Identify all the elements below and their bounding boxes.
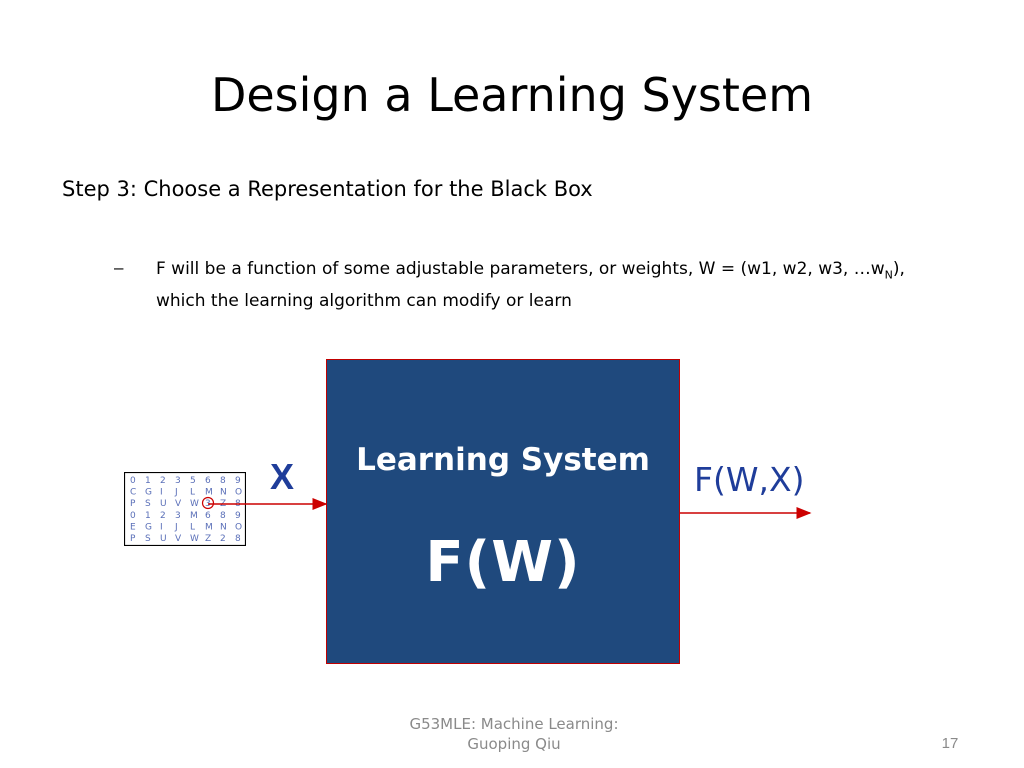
handwriting-char: S: [145, 534, 151, 544]
handwriting-char: 3: [175, 476, 181, 486]
bullet-text: F will be a function of some adjustable …: [156, 256, 986, 315]
footer-course: G53MLE: Machine Learning: Guoping Qiu: [384, 714, 644, 754]
handwriting-char: P: [130, 499, 136, 509]
bullet-marker: –: [114, 258, 124, 277]
handwriting-char: 3: [205, 499, 211, 509]
learning-system-box: Learning System F(W): [326, 359, 680, 664]
page-number: 17: [941, 735, 959, 752]
handwriting-char: 9: [235, 476, 241, 486]
bullet-line-1: F will be a function of some adjustable …: [156, 256, 986, 288]
handwriting-char: 2: [220, 534, 226, 544]
handwriting-char: N: [220, 522, 227, 532]
handwriting-char: 0: [130, 511, 136, 521]
handwriting-char: O: [235, 488, 242, 498]
handwriting-char: V: [175, 534, 182, 544]
highlight-circle: [201, 496, 215, 510]
handwriting-char: 2: [160, 511, 166, 521]
handwriting-char: U: [160, 499, 167, 509]
handwriting-char: 6: [205, 511, 211, 521]
handwriting-char: M: [205, 522, 213, 532]
footer-line-2: Guoping Qiu: [467, 735, 561, 753]
handwriting-char: 1: [145, 511, 151, 521]
input-label: X: [270, 456, 295, 497]
handwriting-char: 0: [130, 476, 136, 486]
handwriting-char: J: [174, 522, 178, 532]
handwriting-char: W: [190, 534, 199, 544]
handwriting-char: 8: [220, 476, 226, 486]
handwriting-char: E: [130, 522, 136, 532]
handwriting-char: C: [130, 488, 136, 498]
handwriting-char: 3: [175, 511, 181, 521]
handwriting-char: 8: [235, 534, 241, 544]
box-title: Learning System: [356, 442, 650, 478]
handwriting-char: 5: [190, 476, 196, 486]
handwriting-char: I: [160, 522, 163, 532]
handwriting-char: V: [175, 499, 182, 509]
handwriting-char: Z: [205, 534, 211, 544]
handwriting-sample-image: 01235689CGIJLMNOPSUVW3Z80123M689EGIJLMNO…: [124, 472, 246, 546]
box-function: F(W): [425, 530, 581, 595]
handwriting-char: S: [145, 499, 151, 509]
handwriting-char: O: [235, 522, 242, 532]
step-heading: Step 3: Choose a Representation for the …: [62, 177, 593, 201]
handwriting-char: G: [145, 522, 152, 532]
handwriting-char: 1: [145, 476, 151, 486]
handwriting-char: L: [190, 522, 195, 532]
handwriting-char: 8: [220, 511, 226, 521]
handwriting-char: L: [190, 488, 195, 498]
handwriting-char: U: [160, 534, 167, 544]
handwriting-char: J: [174, 488, 178, 498]
handwriting-char: N: [220, 488, 227, 498]
handwriting-char: 6: [205, 476, 211, 486]
slide-title: Design a Learning System: [210, 68, 814, 122]
handwriting-char: W: [190, 499, 199, 509]
handwriting-characters: 01235689CGIJLMNOPSUVW3Z80123M689EGIJLMNO…: [130, 476, 242, 544]
bullet-line-2: which the learning algorithm can modify …: [156, 291, 572, 312]
handwriting-char: G: [145, 488, 152, 498]
handwriting-char: P: [130, 534, 136, 544]
handwriting-char: M: [190, 511, 198, 521]
bullet-subscript: N: [884, 268, 893, 282]
footer-line-1: G53MLE: Machine Learning:: [409, 715, 619, 733]
bullet-line-1-suffix: ),: [892, 259, 905, 279]
handwriting-char: 9: [235, 511, 241, 521]
handwriting-char: M: [205, 488, 213, 498]
bullet-line-1-prefix: F will be a function of some adjustable …: [156, 259, 885, 279]
output-label: F(W,X): [694, 460, 805, 499]
handwriting-char: I: [160, 488, 163, 498]
handwriting-char: 2: [160, 476, 166, 486]
